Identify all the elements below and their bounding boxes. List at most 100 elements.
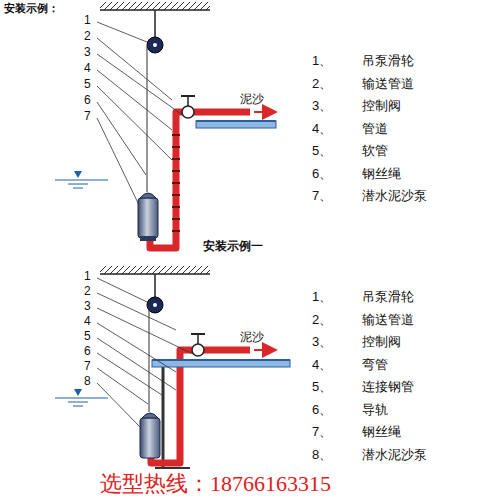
steel-wire [147,46,148,192]
part-name: 钢丝绳 [362,167,401,182]
submersible-pump [140,236,156,241]
submersible-pump [140,413,160,458]
control-valve [187,96,189,106]
list-number: 1、 [312,54,332,69]
flow-label: 泥沙 [240,331,264,345]
pulley [153,43,157,47]
part-name: 导轨 [362,403,388,418]
water-level [55,171,108,188]
delivery-pipe [150,112,250,248]
list-number: 5、 [312,380,332,395]
callout-number: 4 [84,315,91,329]
part-name: 软管 [362,144,388,159]
platform [196,121,276,128]
page-title: 安装示例： [4,2,59,15]
part-name: 弯管 [362,358,388,373]
hose-bands [172,170,180,172]
control-valve [197,334,199,344]
callout-number: 5 [84,330,91,344]
callout-number: 1 [84,14,91,28]
steel-wire [147,46,148,192]
platform [196,121,276,128]
list-number: 1、 [312,290,332,305]
pulley [147,37,163,53]
list-number: 6、 [312,403,332,418]
pulley [154,274,156,297]
leader-line [97,54,184,116]
part-name: 潜水泥沙泵 [362,448,427,463]
hotline: 选型热线：18766163315 [100,471,331,496]
platform [152,359,290,361]
delivery-pipe [150,112,250,248]
leader-line [97,118,139,205]
list-number: 6、 [312,167,332,182]
ceiling [100,2,210,10]
hose-bands [172,194,180,196]
leader-line [97,383,141,428]
water-level [55,389,108,406]
flow-arrow [254,112,274,113]
flow-arrow [254,350,274,351]
callout-number: 1 [84,270,91,284]
guide-rail [162,362,165,468]
callout-number: 3 [84,46,91,60]
flow-arrow [254,111,274,113]
ceiling [100,266,210,274]
platform [196,120,276,122]
leader-line [97,293,176,330]
leader-line [97,22,147,42]
leader-line [97,38,172,100]
part-name: 连接钢管 [362,380,414,395]
callout-number: 6 [84,345,91,359]
part-name: 钢丝绳 [362,425,401,440]
pulley [147,10,163,53]
hose-bands [172,218,180,220]
control-valve [191,334,205,356]
leader-line [97,338,176,390]
list-number: 7、 [312,189,332,204]
control-valve [181,96,195,118]
hose-bands [172,182,180,184]
list-number: 3、 [312,99,332,114]
control-valve [192,344,204,356]
part-name: 控制阀 [362,99,401,114]
ceiling [100,266,210,274]
hose-bands [172,206,180,208]
control-valve [191,333,205,335]
callout-number: 7 [84,110,91,124]
part-name: 控制阀 [362,335,401,350]
part-name: 输送管道 [362,77,414,92]
water-level [74,389,82,396]
callout-number: 8 [84,375,91,389]
hose-bands [172,230,180,232]
control-valve [181,95,195,97]
ceiling [100,2,210,10]
pulley [153,303,157,307]
submersible-pump [140,418,160,458]
list-number: 5、 [312,144,332,159]
part-name: 管道 [362,122,388,137]
list-number: 4、 [312,358,332,373]
section-title: 安装示例一 [203,240,263,254]
water-level [74,171,82,178]
submersible-pump [142,413,158,418]
submersible-pump [138,198,158,238]
steel-wire [149,306,150,412]
leader-line [97,22,184,205]
water-level [55,397,108,398]
leader-line [97,368,148,404]
list-number: 2、 [312,77,332,92]
list-number: 7、 [312,425,332,440]
part-name: 吊泵滑轮 [362,290,414,305]
water-level [73,188,83,189]
leader-line [97,353,162,395]
callout-number: 7 [84,360,91,374]
hose-bands [172,135,180,231]
water-level [55,179,108,180]
list-number: 3、 [312,335,332,350]
leader-line [97,278,193,428]
hose-bands [172,146,180,148]
water-level [68,402,88,403]
part-name: 潜水泥沙泵 [362,189,427,204]
part-name: 吊泵滑轮 [362,54,414,69]
